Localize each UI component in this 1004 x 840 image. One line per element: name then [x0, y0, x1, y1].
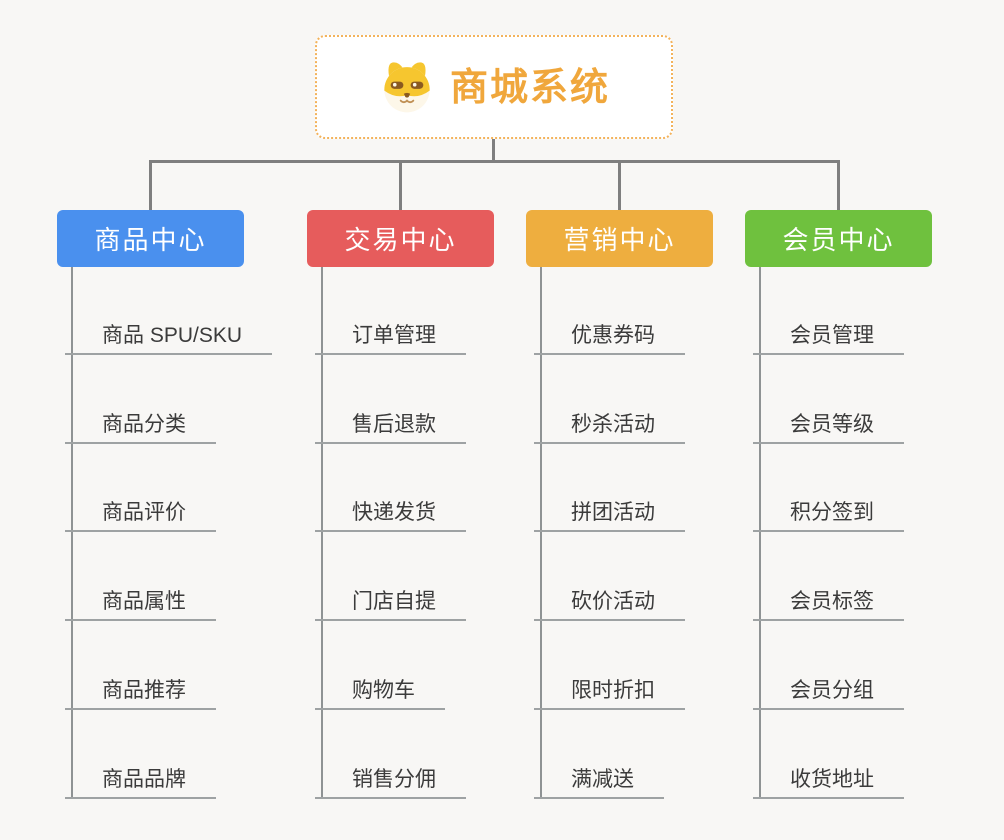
- branch-group-member-center: 会员中心 会员管理 会员等级 积分签到 会员标签 会员分组 收货地址: [745, 210, 995, 815]
- topic-node[interactable]: 限时折扣: [534, 679, 685, 710]
- topic-node[interactable]: 订单管理: [315, 324, 466, 355]
- branch-spine-line: [759, 267, 761, 799]
- topic-node[interactable]: 商品属性: [65, 590, 216, 621]
- root-node-title: 商城系统: [449, 67, 610, 109]
- branch-node-transaction-center[interactable]: 交易中心: [307, 210, 494, 267]
- shiba-dog-icon: [384, 62, 430, 113]
- topic-node[interactable]: 快递发货: [315, 501, 466, 532]
- topic-node[interactable]: 售后退款: [315, 413, 466, 444]
- topic-node[interactable]: 优惠券码: [534, 324, 685, 355]
- topic-node[interactable]: 商品 SPU/SKU: [65, 324, 273, 355]
- connector-drop-transaction: [399, 160, 402, 210]
- topic-node[interactable]: 会员标签: [753, 590, 904, 621]
- topic-node[interactable]: 积分签到: [753, 501, 904, 532]
- connector-drop-marketing: [618, 160, 621, 210]
- topic-node[interactable]: 会员分组: [753, 679, 904, 710]
- topic-node[interactable]: 满减送: [534, 768, 664, 799]
- branch-group-transaction-center: 交易中心 订单管理 售后退款 快递发货 门店自提 购物车 销售分佣: [307, 210, 557, 815]
- branch-node-marketing-center[interactable]: 营销中心: [526, 210, 713, 267]
- topic-node[interactable]: 拼团活动: [534, 501, 685, 532]
- connector-drop-product: [149, 160, 152, 210]
- connector-rail: [149, 160, 840, 163]
- branch-group-product-center: 商品中心 商品 SPU/SKU 商品分类 商品评价 商品属性 商品推荐 商品品牌: [57, 210, 307, 815]
- topic-node[interactable]: 会员等级: [753, 413, 904, 444]
- topic-node[interactable]: 秒杀活动: [534, 413, 685, 444]
- topic-node[interactable]: 收货地址: [753, 768, 904, 799]
- root-node-mall-system[interactable]: 商城系统: [315, 35, 673, 139]
- connector-root-stub: [492, 139, 495, 161]
- topic-node[interactable]: 商品推荐: [65, 679, 216, 710]
- topic-node[interactable]: 门店自提: [315, 590, 466, 621]
- branch-node-product-center[interactable]: 商品中心: [57, 210, 244, 267]
- topic-node[interactable]: 商品分类: [65, 413, 216, 444]
- topic-node[interactable]: 商品评价: [65, 501, 216, 532]
- topic-node[interactable]: 商品品牌: [65, 768, 216, 799]
- connector-drop-member: [837, 160, 840, 210]
- branch-spine-line: [540, 267, 542, 799]
- branch-spine-line: [321, 267, 323, 799]
- topic-node[interactable]: 砍价活动: [534, 590, 685, 621]
- topic-node[interactable]: 销售分佣: [315, 768, 466, 799]
- topic-node[interactable]: 购物车: [315, 679, 445, 710]
- branch-node-member-center[interactable]: 会员中心: [745, 210, 932, 267]
- topic-node[interactable]: 会员管理: [753, 324, 904, 355]
- branch-spine-line: [71, 267, 73, 799]
- branch-group-marketing-center: 营销中心 优惠券码 秒杀活动 拼团活动 砍价活动 限时折扣 满减送: [526, 210, 776, 815]
